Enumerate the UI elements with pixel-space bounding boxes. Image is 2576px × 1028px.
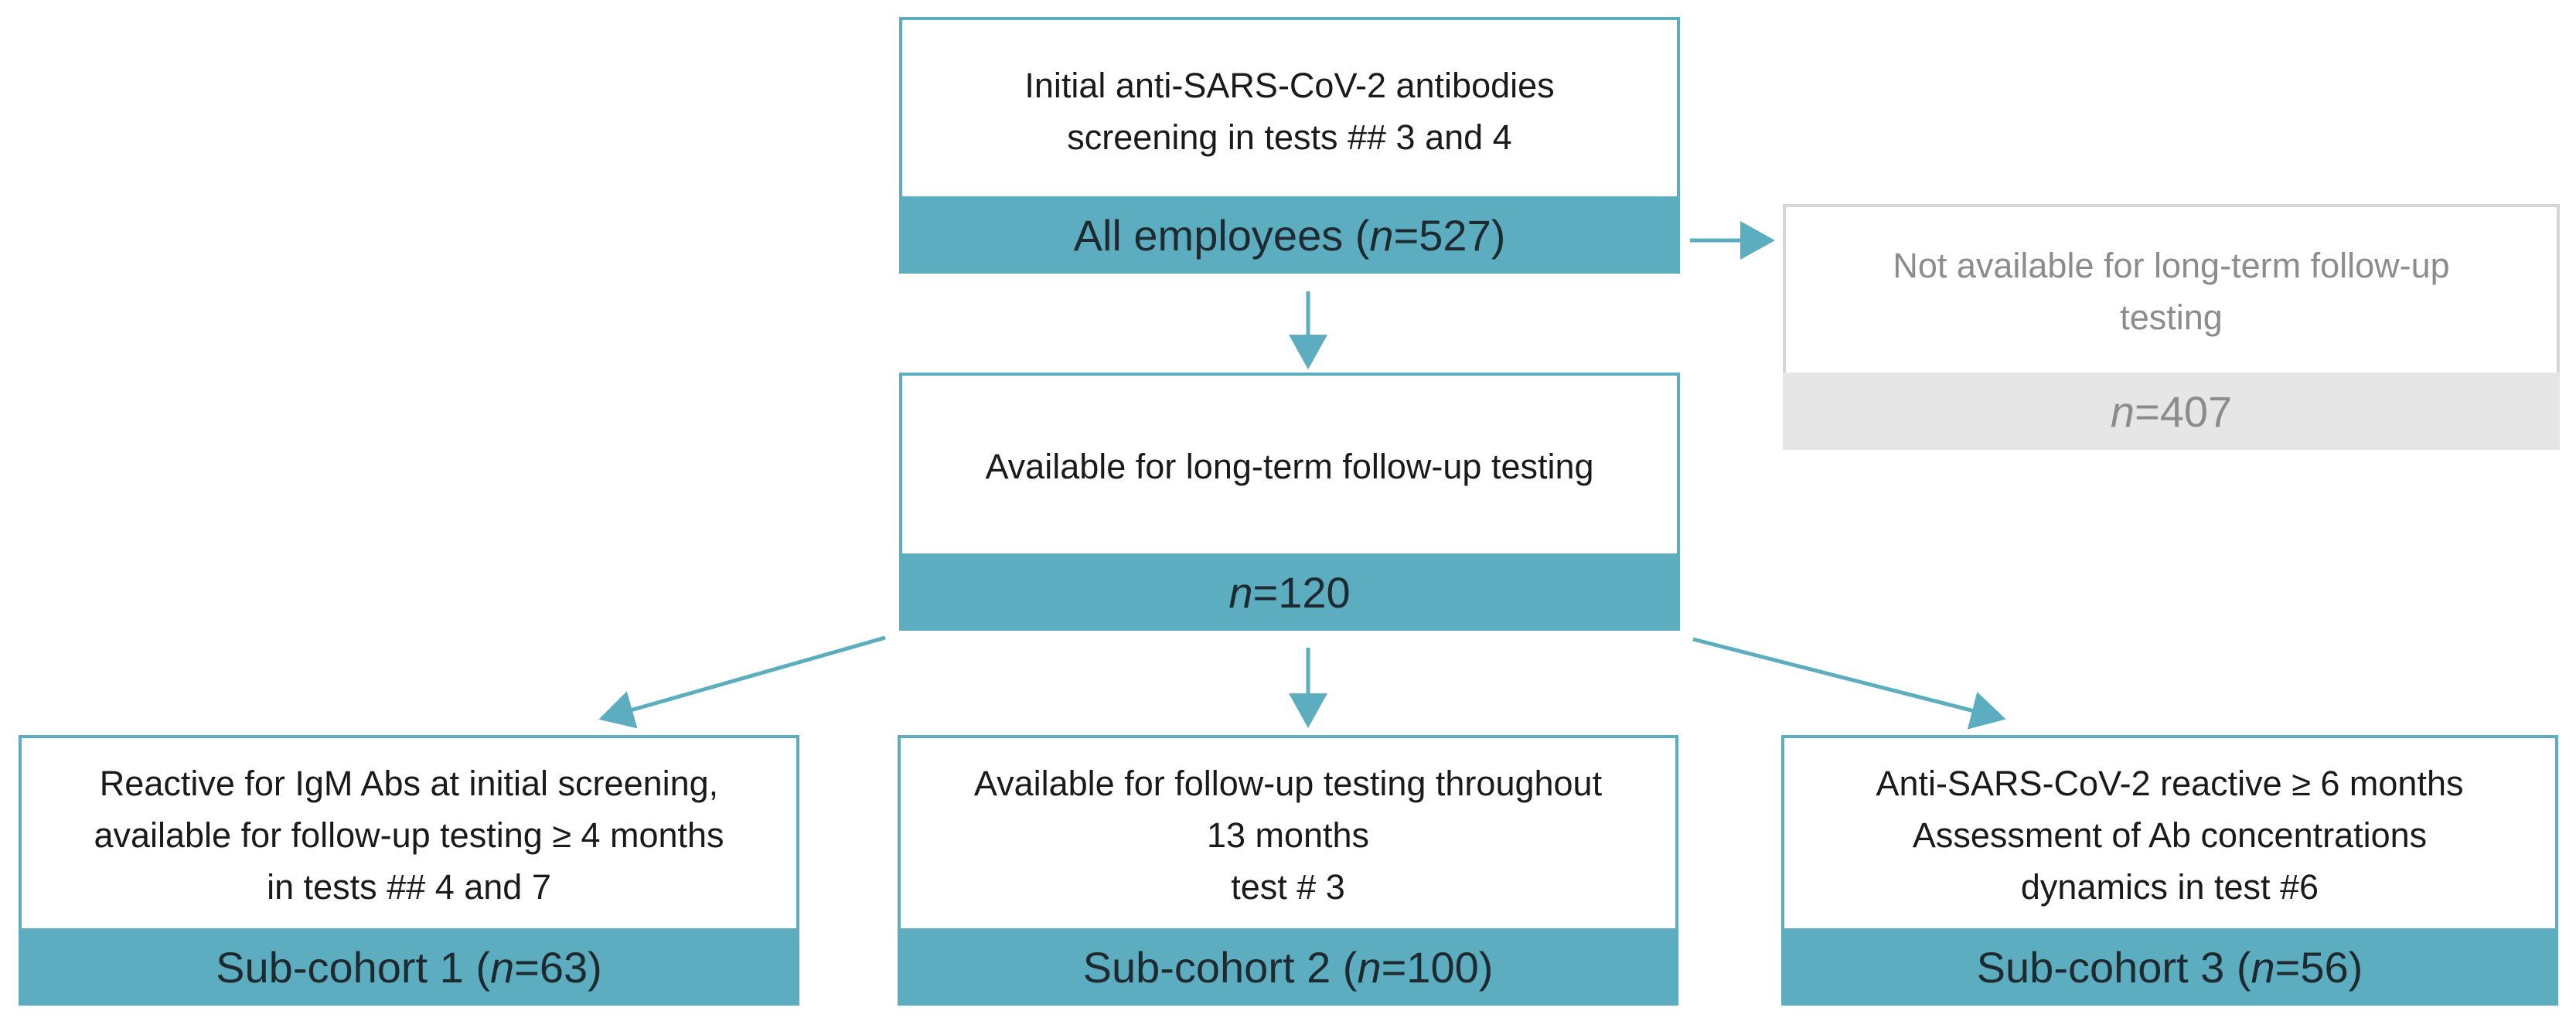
count-n-symbol: n [1228, 567, 1253, 617]
count-n-symbol: n [490, 942, 515, 992]
text-line: test # 3 [1231, 866, 1345, 907]
text-line: Available for follow-up testing througho… [973, 763, 1603, 803]
count-value: =63) [514, 942, 602, 992]
count-n-symbol: n [2110, 386, 2135, 436]
arrow-to-sub-cohort-1 [598, 635, 886, 729]
box-initial-screening-count: All employees (n=527) [899, 196, 1680, 274]
box-available-follow-up-count: n=120 [899, 553, 1680, 631]
box-not-available-text: Not available for long-term follow-up te… [1786, 207, 2557, 376]
count-value: =120 [1252, 567, 1351, 617]
text-line: available for follow-up testing ≥ 4 mont… [94, 815, 724, 855]
text-line: dynamics in test #6 [2020, 866, 2319, 907]
text-line: 13 months [1206, 815, 1370, 855]
count-value: =527) [1393, 210, 1506, 260]
box-sub-cohort-3: Anti-SARS-CoV-2 reactive ≥ 6 months Asse… [1781, 735, 2558, 1006]
box-sub-cohort-2: Available for follow-up testing througho… [898, 735, 1678, 1006]
text-line: Anti-SARS-CoV-2 reactive ≥ 6 months [1876, 763, 2464, 803]
count-prefix: Sub-cohort 3 ( [1976, 942, 2251, 992]
box-sub-cohort-2-text: Available for follow-up testing througho… [901, 738, 1675, 931]
box-sub-cohort-3-count: Sub-cohort 3 (n=56) [1781, 928, 2558, 1006]
text-line: testing [2120, 298, 2223, 337]
box-available-follow-up-text: Available for long-term follow-up testin… [902, 376, 1677, 557]
box-available-follow-up: Available for long-term follow-up testin… [899, 373, 1680, 631]
count-n-symbol: n [1369, 210, 1394, 260]
text-line: Initial anti-SARS-CoV-2 antibodies [1024, 66, 1555, 105]
count-value: =56) [2274, 942, 2363, 992]
box-sub-cohort-3-text: Anti-SARS-CoV-2 reactive ≥ 6 months Asse… [1784, 738, 2555, 931]
arrow-to-sub-cohort-3 [1692, 637, 2006, 730]
text-line: Not available for long-term follow-up [1893, 246, 2450, 285]
count-prefix: All employees ( [1073, 210, 1370, 260]
box-sub-cohort-2-count: Sub-cohort 2 (n=100) [898, 928, 1678, 1006]
box-not-available-count: n=407 [1783, 373, 2560, 450]
box-sub-cohort-1-text: Reactive for IgM Abs at initial screenin… [22, 738, 796, 931]
box-sub-cohort-1: Reactive for IgM Abs at initial screenin… [19, 735, 799, 1006]
text-line: Assessment of Ab concentrations [1912, 815, 2428, 855]
count-prefix: Sub-cohort 1 ( [216, 942, 491, 992]
box-sub-cohort-1-count: Sub-cohort 1 (n=63) [19, 928, 799, 1006]
count-n-symbol: n [2251, 942, 2275, 992]
text-line: in tests ## 4 and 7 [267, 866, 551, 907]
count-prefix: Sub-cohort 2 ( [1082, 942, 1358, 992]
count-value: =407 [2135, 386, 2233, 436]
box-initial-screening-text: Initial anti-SARS-CoV-2 antibodies scree… [902, 20, 1677, 203]
box-not-available: Not available for long-term follow-up te… [1783, 204, 2560, 450]
count-n-symbol: n [1357, 942, 1382, 992]
box-initial-screening: Initial anti-SARS-CoV-2 antibodies scree… [899, 17, 1680, 274]
text-line: Reactive for IgM Abs at initial screenin… [99, 763, 719, 803]
text-line: screening in tests ## 3 and 4 [1067, 117, 1512, 157]
count-value: =100) [1381, 942, 1494, 992]
text-line: Available for long-term follow-up testin… [985, 446, 1594, 486]
